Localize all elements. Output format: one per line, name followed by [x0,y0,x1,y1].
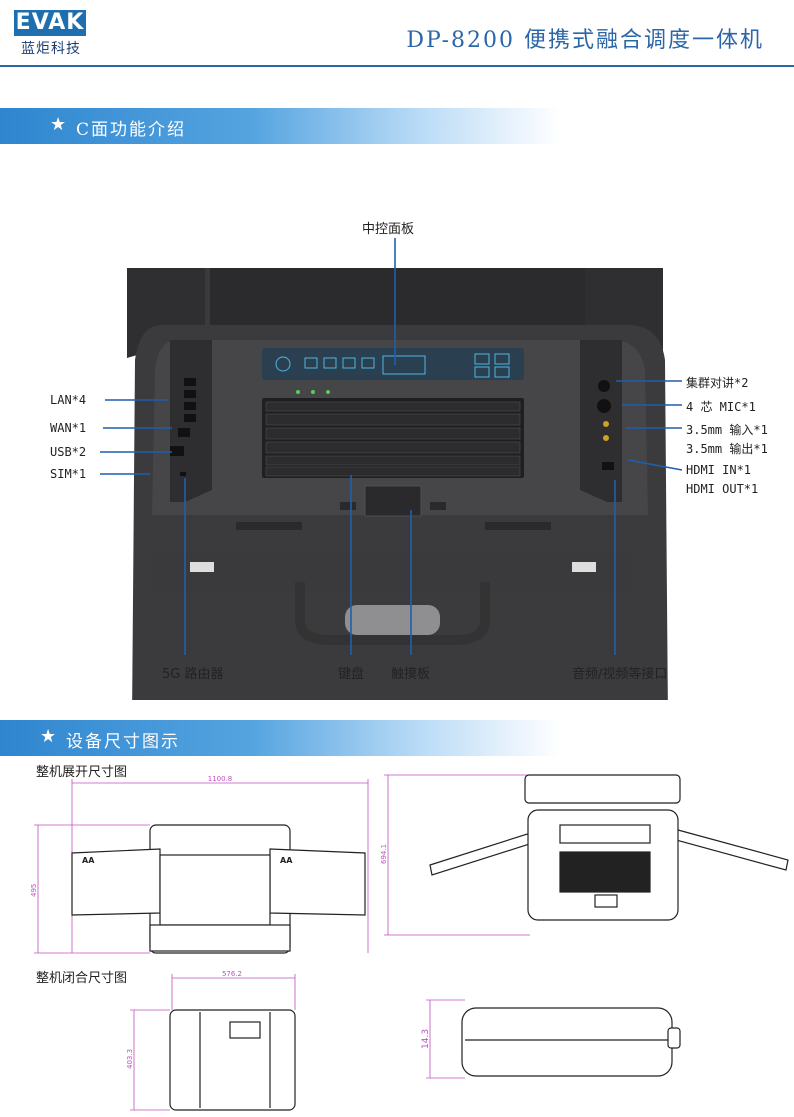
page-title: DP-8200 便携式融合调度一体机 [406,28,764,53]
right-screen-mark: AA [280,856,293,865]
callout-audio-in: 3.5mm 输入*1 [686,423,768,437]
closed-height-label: 14.3 [421,1029,431,1049]
right-port-panel [580,340,622,502]
carry-handle [345,605,440,635]
closed-top-drawing: 576.2 403.3 [126,970,296,1111]
callout-cluster-talk: 集群对讲*2 [686,376,749,390]
brand-logo: EVAK [14,10,86,36]
callout-sim: SIM*1 [50,467,87,481]
closed-side-drawing: 14.3 [421,999,681,1079]
header-divider [0,65,794,67]
closed-width-label: 576.2 [222,970,242,978]
callout-lines [100,238,683,655]
section-bar-dimensions: ★ 设备尺寸图示 [0,720,560,756]
star-icon: ★ [50,114,67,135]
callout-hdmi-in: HDMI IN*1 [686,463,752,477]
open-height-label: 495 [30,884,38,897]
section-title-c-panel: C面功能介绍 [76,120,187,140]
device-illustration [127,268,668,700]
callout-mic: 4 芯 MIC*1 [686,400,756,414]
callout-av-ports: 音频/视频等接口 [572,667,668,682]
section-title-dimensions: 设备尺寸图示 [66,732,180,752]
open-iso-drawing: 694.1 [380,774,789,936]
section-bar-c-panel: ★ C面功能介绍 [0,108,560,144]
callout-lan: LAN*4 [50,393,87,407]
callout-usb: USB*2 [50,445,87,459]
star-icon: ★ [40,726,57,747]
callout-keyboard: 键盘 [338,667,365,682]
side-height-label: 694.1 [380,844,388,864]
brand-name: 蓝炬科技 [21,41,81,57]
center-control-panel [262,348,524,380]
callout-touchpad: 触摸板 [391,667,431,682]
open-width-label: 1100.8 [208,775,233,783]
open-dimension-caption: 整机展开尺寸图 [36,765,128,780]
closed-depth-label: 403.3 [126,1049,134,1069]
callout-hdmi-out: HDMI OUT*1 [686,482,759,496]
open-front-drawing: 1100.8 495 AA AA [30,775,369,954]
callout-audio-out: 3.5mm 输出*1 [686,442,768,456]
left-screen-mark: AA [82,856,95,865]
closed-dimension-caption: 整机闭合尺寸图 [36,971,128,986]
callout-wan: WAN*1 [50,421,87,435]
callout-router: 5G 路由器 [162,667,224,682]
callout-center-panel: 中控面板 [362,222,415,237]
